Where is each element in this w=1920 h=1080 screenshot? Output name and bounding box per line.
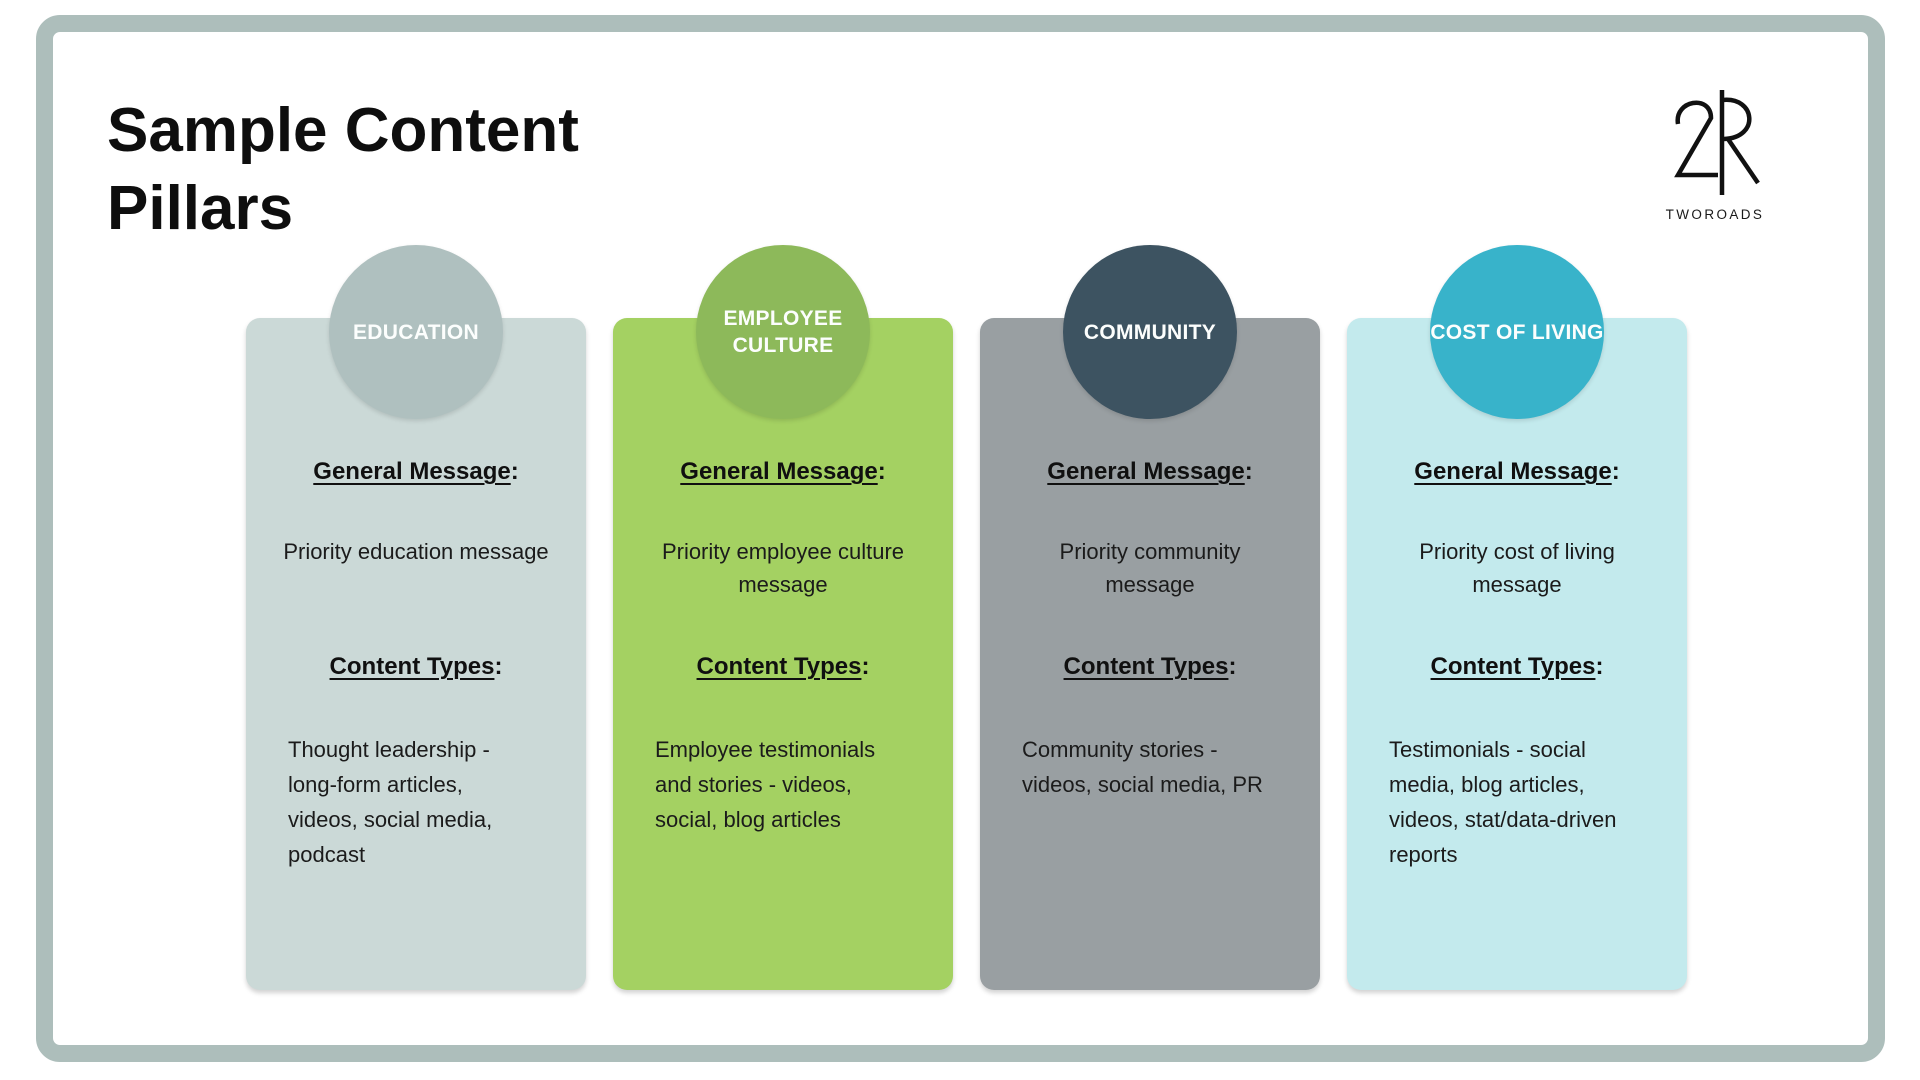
page-title: Sample Content Pillars	[107, 96, 579, 243]
content-types-text: Thought leadership - long-form articles,…	[288, 737, 493, 867]
general-message-text: Priority employee culture message	[661, 539, 905, 597]
content-types-text: Testimonials - social media, blog articl…	[1389, 737, 1617, 867]
pillar-card-education: General Message: Priority education mess…	[246, 318, 586, 990]
pillar-card-employee-culture: General Message: Priority employee cultu…	[613, 318, 953, 990]
logo-wordmark: TWOROADS	[1665, 207, 1765, 222]
general-message-text: Priority cost of living message	[1419, 539, 1615, 597]
brand-logo: TWOROADS	[1655, 88, 1775, 222]
pillar-cost-of-living: COST OF LIVING General Message: Priority…	[1347, 245, 1687, 990]
content-types-heading: Content Types:	[696, 653, 870, 680]
content-types-text: Employee testimonials and stories - vide…	[655, 737, 876, 832]
pillar-employee-culture: EMPLOYEE CULTURE General Message: Priori…	[613, 245, 953, 990]
pillar-title: EMPLOYEE CULTURE	[723, 307, 843, 357]
pillar-circle-education: EDUCATION	[329, 245, 503, 419]
content-types-heading: Content Types:	[1063, 653, 1237, 680]
pillar-card-community: General Message: Priority community mess…	[980, 318, 1320, 990]
general-message-text: Priority education message	[283, 539, 549, 564]
content-pillars-row: EDUCATION General Message: Priority educ…	[246, 245, 1687, 990]
general-message-text: Priority community message	[1059, 539, 1241, 597]
pillar-circle-employee-culture: EMPLOYEE CULTURE	[696, 245, 870, 419]
general-message-heading: General Message:	[313, 458, 519, 485]
content-types-heading: Content Types:	[329, 653, 503, 680]
pillar-title: EDUCATION	[353, 320, 479, 344]
pillar-community: COMMUNITY General Message: Priority comm…	[980, 245, 1320, 990]
pillar-education: EDUCATION General Message: Priority educ…	[246, 245, 586, 990]
general-message-heading: General Message:	[1047, 458, 1253, 485]
pillar-card-cost-of-living: General Message: Priority cost of living…	[1347, 318, 1687, 990]
pillar-title: COST OF LIVING	[1430, 320, 1604, 344]
pillar-circle-community: COMMUNITY	[1063, 245, 1237, 419]
content-types-text: Community stories - videos, social media…	[1022, 737, 1263, 797]
general-message-heading: General Message:	[1414, 458, 1620, 485]
pillar-title: COMMUNITY	[1083, 320, 1217, 344]
content-types-heading: Content Types:	[1430, 653, 1604, 680]
general-message-heading: General Message:	[680, 458, 886, 485]
tworoads-2r-icon	[1674, 90, 1760, 195]
pillar-circle-cost-of-living: COST OF LIVING	[1430, 245, 1604, 419]
